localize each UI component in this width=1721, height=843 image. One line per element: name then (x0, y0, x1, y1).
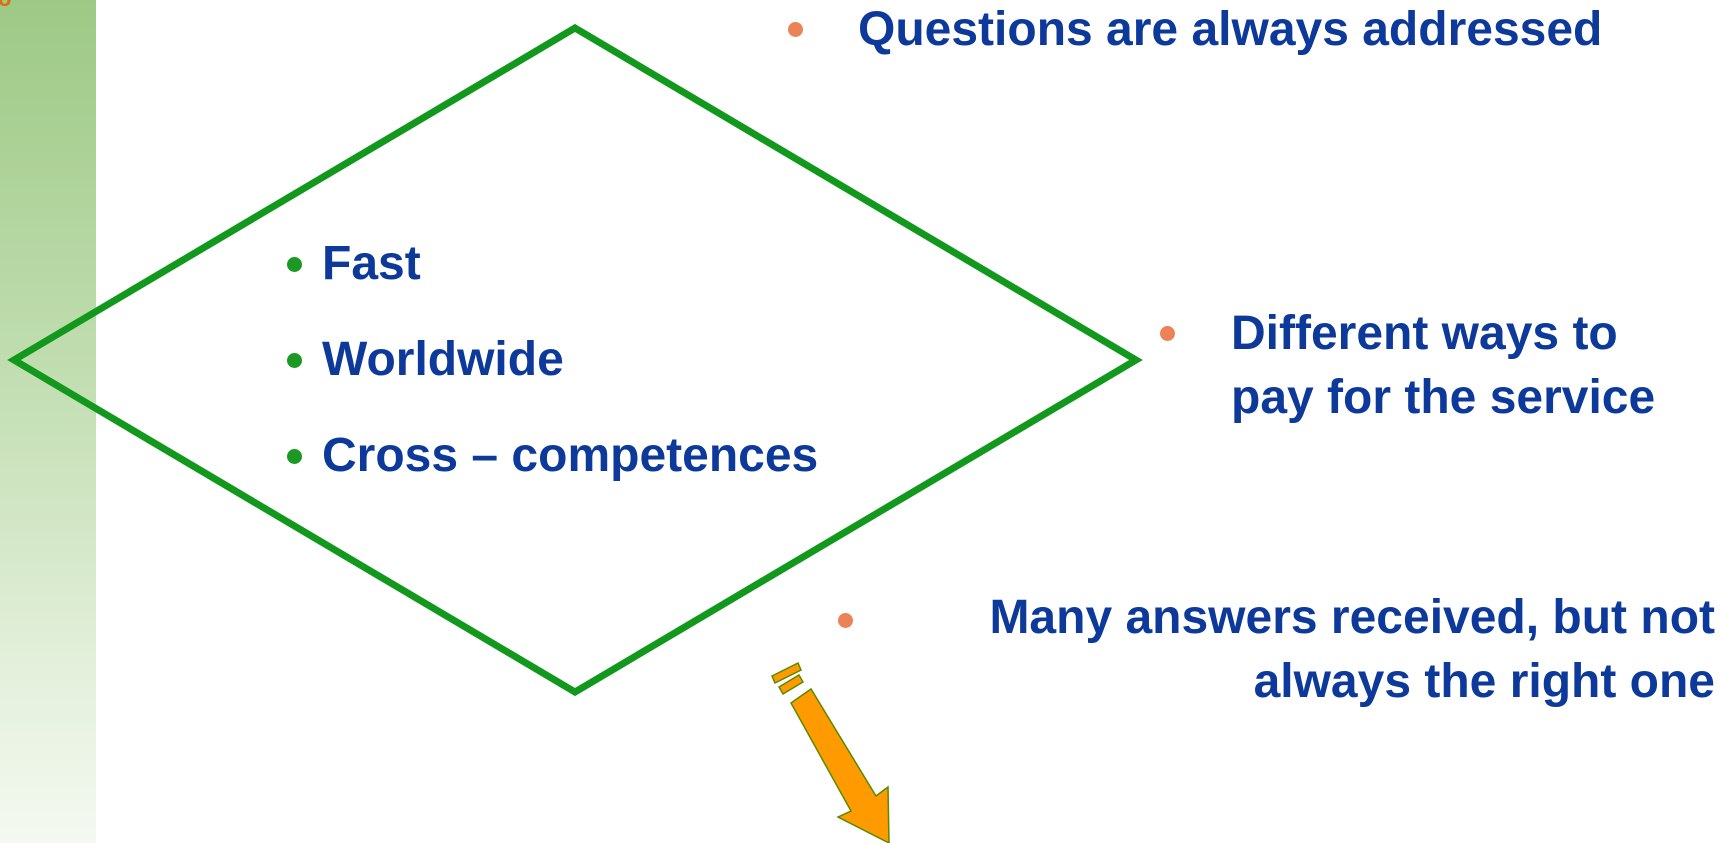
list-item: Fast (287, 233, 818, 329)
left-gradient-band: o (0, 0, 96, 843)
orange-bullet (788, 22, 803, 37)
orange-bullet (838, 613, 853, 628)
green-bullet (287, 449, 302, 464)
corner-mark: o (0, 0, 11, 10)
arrow-tail-stripe-1 (777, 673, 805, 696)
note-payment-options: Different ways to pay for the service (1160, 302, 1656, 430)
note-questions-addressed: Questions are always addressed (788, 0, 1603, 62)
note-line: Questions are always addressed (858, 3, 1603, 56)
arrow-tail-stripe-2 (771, 661, 802, 685)
green-bullet (287, 257, 302, 272)
note-line: always the right one (1253, 655, 1715, 708)
note-line: Different ways to (1231, 307, 1618, 360)
list-item: Cross – competences (287, 425, 818, 521)
note-many-answers: Many answers received, but not always th… (838, 586, 1715, 714)
diamond-bullet-list: Fast Worldwide Cross – competences (287, 233, 818, 521)
note-line: pay for the service (1231, 371, 1656, 424)
note-line: Many answers received, but not (989, 591, 1715, 644)
orange-bullet (1160, 326, 1175, 341)
list-item-label: Worldwide (322, 333, 564, 386)
list-item-label: Fast (322, 237, 421, 290)
arrow-body (790, 687, 890, 843)
down-right-arrow-icon (771, 661, 890, 843)
diamond-shape (7, 23, 1143, 697)
green-bullet (287, 353, 302, 368)
list-item: Worldwide (287, 329, 818, 425)
list-item-label: Cross – competences (322, 429, 819, 482)
